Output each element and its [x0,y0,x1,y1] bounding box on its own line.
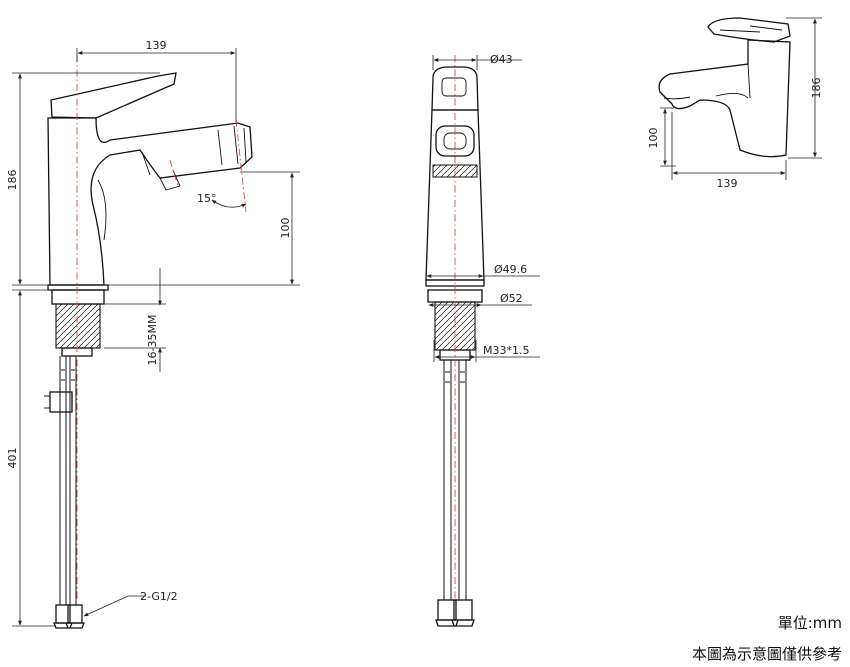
side-handle [431,66,479,111]
dim-angle-15: 15° [197,192,217,205]
front-deck-base [47,284,109,291]
dim-flange-diameter-52: Ø52 [500,292,523,305]
front-diverter-fitting [49,391,73,413]
dim-thickness-16-35mm: 16-35MM [146,315,159,366]
thumb-dim-height-186: 186 [810,78,823,99]
front-faucet-body [47,117,253,286]
thumb-handle [707,17,791,43]
label-connector-2-g1-2: 2-G1/2 [140,590,178,603]
dim-width-139: 139 [146,39,167,52]
front-handle-lever [50,72,177,119]
front-threaded-shank [55,303,101,349]
front-mounting-nut [51,289,105,305]
front-hose-connectors [53,604,85,629]
dim-thread-m33: M33*1.5 [483,344,529,357]
thumbnail-view: 186 100 139 [647,17,823,190]
disclaimer-note: 本圖為示意圖僅供參考 [691,645,842,663]
thumb-body [658,39,791,158]
side-view: Ø43 Ø49.6 Ø52 M33*1.5 [425,53,540,627]
dim-base-diameter-49-6: Ø49.6 [494,263,527,276]
front-view: 139 186 100 15° 16-35MM 401 2-G1/2 [6,39,300,629]
dim-hose-length-401: 401 [6,448,19,469]
dim-top-diameter-43: Ø43 [490,53,513,66]
side-hoses [443,360,467,600]
thumb-dim-spout-100: 100 [647,128,660,149]
unit-note: 單位:mm [777,614,842,632]
dim-height-186: 186 [6,170,19,191]
thumb-dim-width-139: 139 [717,177,738,190]
side-hose-connectors [435,599,475,627]
side-spray-head [435,125,475,157]
front-sprayer [141,125,247,191]
dim-spout-height-100: 100 [279,218,292,239]
front-hoses [59,356,77,605]
